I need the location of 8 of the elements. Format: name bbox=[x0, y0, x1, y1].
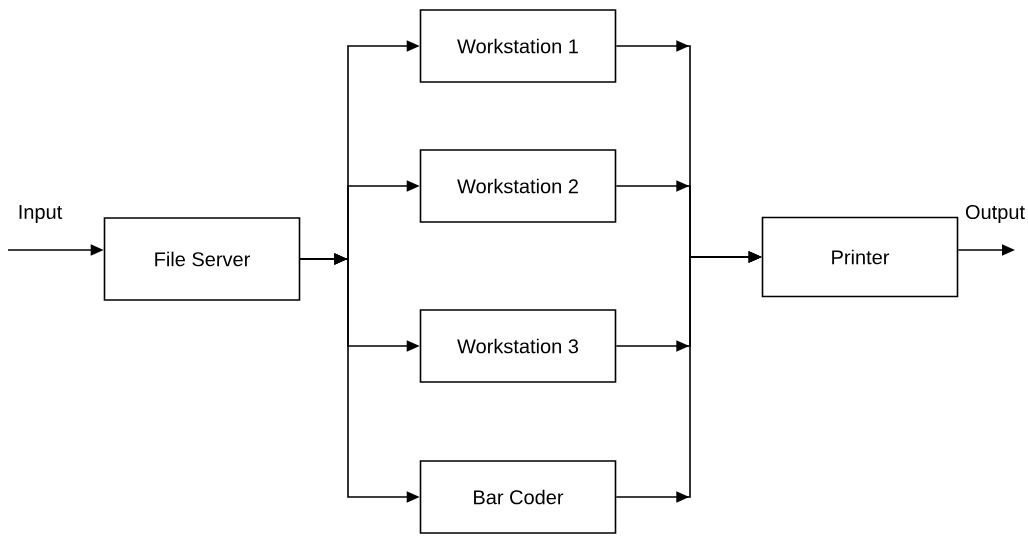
edge-label: Input bbox=[19, 205, 63, 223]
process-box: Printer bbox=[761, 216, 959, 298]
process-box: Workstation 1 bbox=[419, 9, 617, 83]
process-box: Workstation 3 bbox=[419, 309, 617, 383]
edge-label: Output bbox=[965, 204, 1025, 224]
process-box: File Server bbox=[103, 217, 301, 301]
process-box: Workstation 2 bbox=[419, 149, 617, 223]
process-box: Bar Coder bbox=[419, 460, 617, 534]
